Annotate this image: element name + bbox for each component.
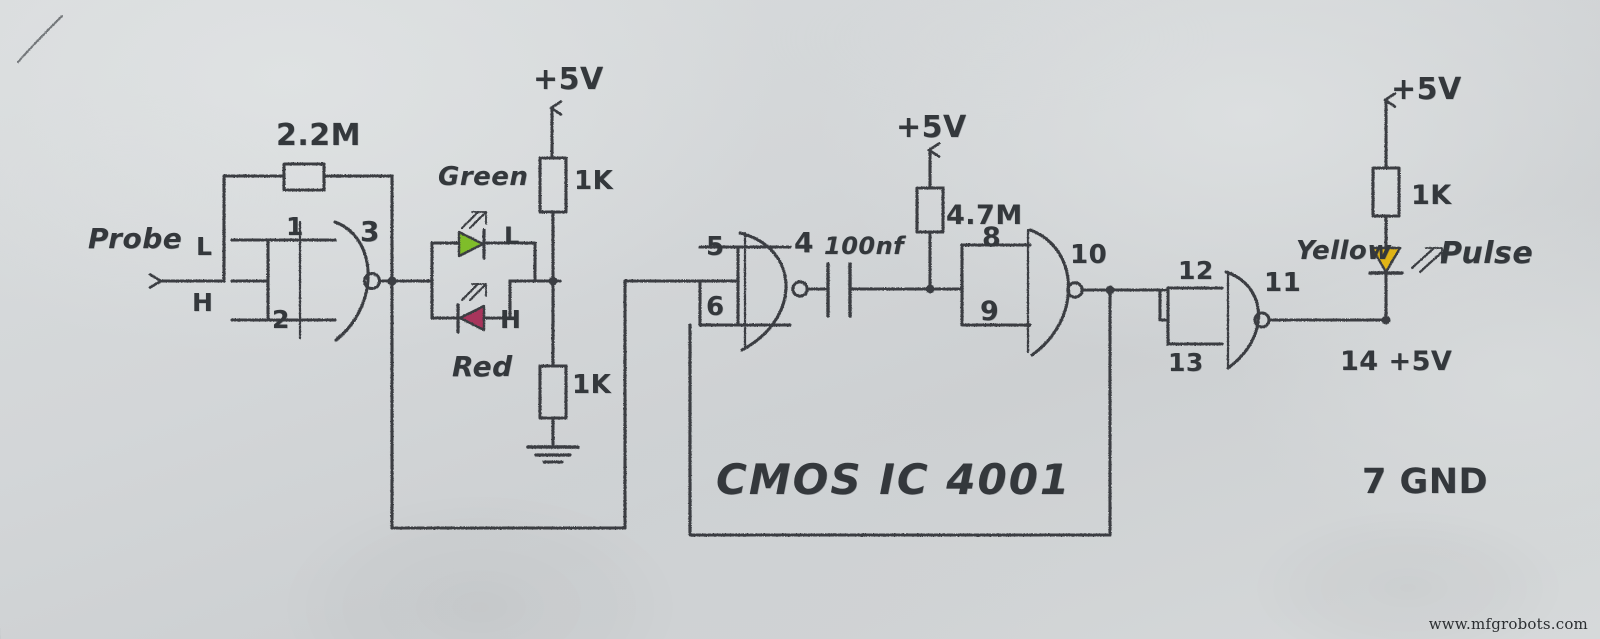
resistor-1k-bottom-left-value: 1K: [572, 370, 612, 400]
gate3-pin9-number: 9: [980, 296, 1000, 327]
gate2-pin5-number: 5: [706, 232, 725, 262]
vcc-left-label: +5V: [533, 62, 604, 97]
r1k-top-body: [538, 156, 568, 214]
gate4-pin12-number: 12: [1178, 256, 1214, 285]
ic-vcc-pin-label: 14 +5V: [1340, 346, 1453, 377]
gate2-pin6-number: 6: [706, 292, 725, 322]
resistor-1k-top-left-value: 1K: [574, 166, 614, 196]
pulse-label: Pulse: [1440, 236, 1534, 271]
red-led-right-lead: [482, 279, 512, 320]
green-led-arrowhead: [471, 211, 487, 225]
ic-gnd-pin-label: 7 GND: [1362, 462, 1489, 502]
vcc-right-label: +5V: [1391, 72, 1462, 107]
red-led-arrowhead2: [471, 283, 487, 297]
green-led-label: Green: [438, 162, 529, 192]
gate1-pin1-number: 1: [286, 212, 304, 241]
yellow-led-arrowhead: [1425, 247, 1443, 263]
node-gate3-out: [1105, 285, 1115, 295]
gate2-output-bubble: [791, 280, 809, 298]
vcc-middle-label: +5V: [896, 110, 967, 145]
resistor-4m7-value: 4.7M: [946, 200, 1023, 231]
green-led-state-label: L: [504, 222, 520, 250]
red-led-emission-arrows: [460, 282, 488, 302]
capacitor-100nf-value: 100nf: [824, 232, 905, 260]
probe-level-high-label: L: [196, 232, 213, 261]
watermark: www.mfgrobots.com: [1428, 615, 1588, 633]
yellow-led-emission-arrows: [1410, 246, 1444, 274]
green-led-emission-arrows: [460, 210, 488, 230]
red-led-state-label: H: [500, 305, 522, 334]
ic-label: CMOS IC 4001: [716, 455, 1072, 504]
probe-level-low-label: H: [192, 288, 214, 317]
stray-pencil-mark: [17, 15, 63, 63]
gate1-pin3-number: 3: [360, 215, 380, 248]
gate4-pin13-number: 13: [1168, 348, 1204, 377]
r47m-body: [915, 186, 945, 234]
node-yellow-led: [1381, 315, 1391, 325]
red-led-label: Red: [452, 350, 513, 383]
r1k-right-body: [1371, 166, 1401, 218]
green-led-triangle: [457, 230, 485, 258]
gate2-pin4-number: 4: [794, 226, 814, 259]
r1k-bottom-body: [538, 364, 568, 420]
r22m-body: [282, 162, 326, 192]
red-led-triangle: [458, 304, 486, 332]
gate3-body-curve: [1028, 228, 1071, 357]
gate1-pin2-number: 2: [272, 305, 290, 334]
gate4-pin11-number: 11: [1264, 268, 1302, 298]
resistor-2m2-value: 2.2M: [276, 118, 361, 153]
gate3-pin8-number: 8: [982, 222, 1002, 253]
yellow-led-label: Yellow: [1296, 236, 1392, 266]
resistor-1k-right-value: 1K: [1411, 180, 1452, 211]
gate3-pin10-number: 10: [1070, 240, 1108, 270]
gate2-body-curve: [738, 231, 788, 352]
probe-label: Probe: [88, 222, 183, 255]
